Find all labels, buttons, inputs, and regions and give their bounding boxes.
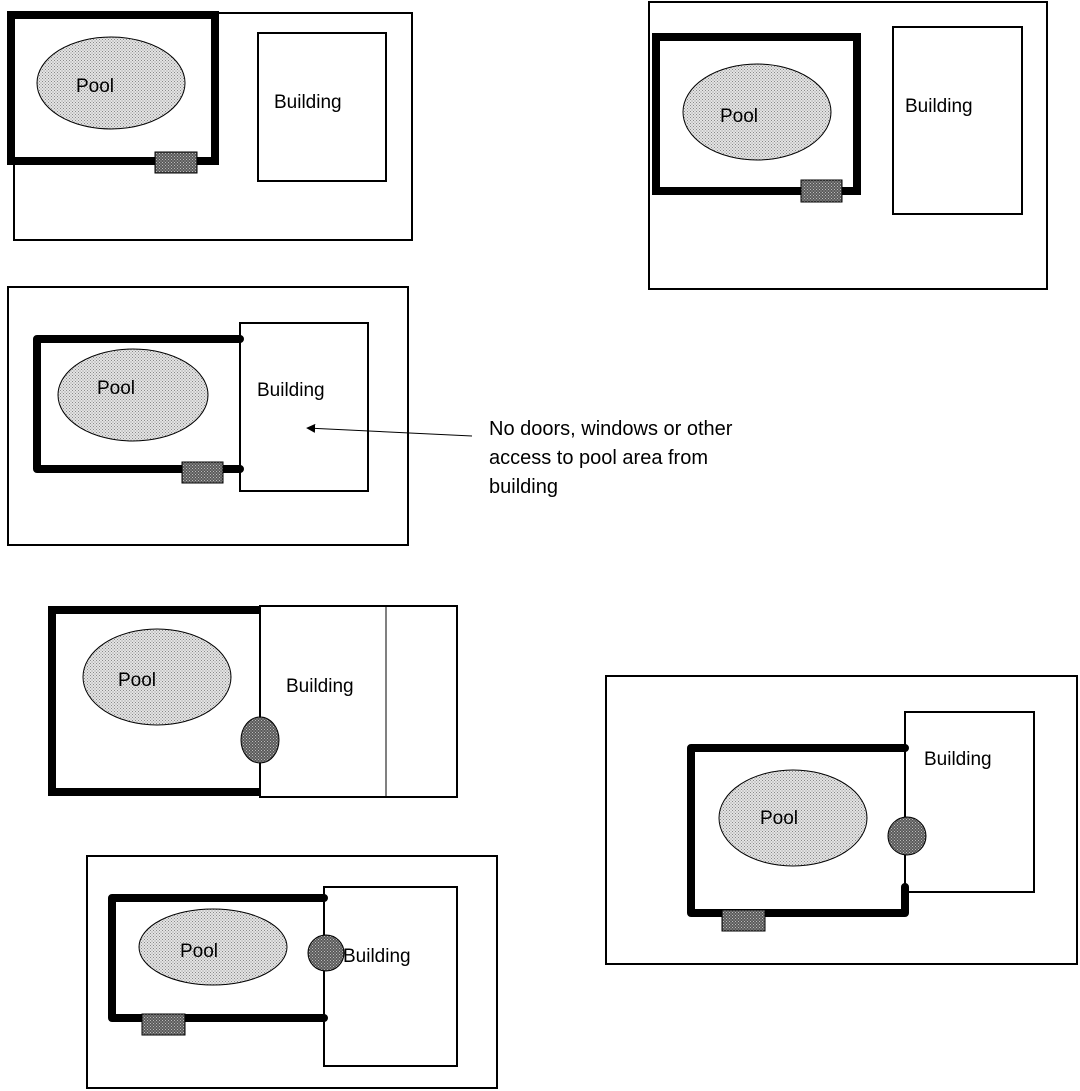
annotation-arrow	[306, 423, 473, 437]
building	[904, 711, 1035, 893]
building	[323, 886, 458, 1067]
door	[307, 934, 345, 972]
pool-fence	[108, 894, 328, 1022]
site-plan-5: Pool Building	[86, 855, 498, 1089]
site-plan-6: Pool Building	[605, 675, 1078, 965]
gate	[800, 179, 843, 203]
gate	[154, 151, 198, 174]
pool	[138, 908, 288, 986]
pool-fence	[652, 33, 861, 195]
annotation-line-2: access to pool area from	[489, 447, 708, 469]
site-plan-3: Pool Building No doors, windows or other…	[7, 286, 733, 546]
building	[257, 32, 387, 182]
gate	[141, 1013, 186, 1036]
site-plan-2: Pool Building	[648, 1, 1048, 290]
annotation-line-1: No doors, windows or other	[489, 418, 733, 440]
pool	[82, 628, 232, 726]
building-label: Building	[257, 380, 325, 401]
pool-label: Pool	[720, 106, 758, 127]
building-label: Building	[286, 676, 354, 697]
building	[892, 26, 1023, 215]
pool-fence	[687, 744, 909, 917]
gate	[181, 461, 224, 484]
site-plan-1: Pool Building	[7, 11, 413, 241]
site-plan-4: Pool Building	[48, 605, 458, 798]
gate	[721, 909, 766, 932]
door	[887, 816, 927, 856]
building	[239, 322, 369, 492]
building-label: Building	[343, 946, 411, 967]
pool-label: Pool	[760, 808, 798, 829]
building-label: Building	[274, 92, 342, 113]
pool	[718, 769, 868, 867]
pool-fence	[48, 606, 260, 796]
pool	[36, 36, 186, 130]
pool-label: Pool	[180, 941, 218, 962]
pool-label: Pool	[76, 76, 114, 97]
building	[259, 605, 458, 798]
annotation-line-3: building	[489, 476, 558, 498]
pool-label: Pool	[97, 378, 135, 399]
pool-label: Pool	[118, 670, 156, 691]
door	[240, 716, 280, 764]
pool	[682, 63, 832, 161]
building-label: Building	[924, 749, 992, 770]
building-label: Building	[905, 96, 973, 117]
pool	[57, 348, 209, 442]
pool-fence	[33, 335, 244, 473]
pool-fence	[7, 11, 219, 165]
